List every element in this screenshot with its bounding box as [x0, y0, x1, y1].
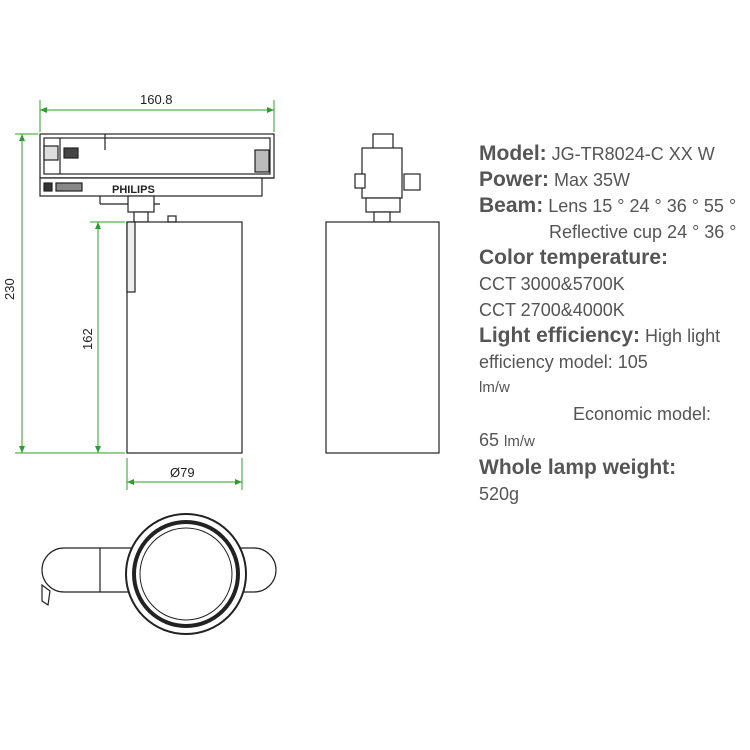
spec-color-value-2: CCT 2700&4000K: [479, 300, 625, 320]
spec-color: Color temperature: CCT 3000&5700K CCT 27…: [479, 245, 744, 323]
spec-beam-value-2: Reflective cup 24 ° 36 °: [549, 222, 737, 242]
spec-efficiency-value-2b: 65: [479, 430, 500, 450]
spec-power-label: Power:: [479, 168, 550, 191]
spec-list: Model: JG-TR8024-C XX W Power: Max 35W B…: [479, 141, 744, 507]
spec-weight-label: Whole lamp weight:: [479, 456, 677, 479]
spec-weight-value: 520g: [479, 484, 520, 504]
spec-beam: Beam: Lens 15 ° 24 ° 36 ° 55 ° Reflectiv…: [479, 193, 744, 245]
spec-beam-value: Lens 15 ° 24 ° 36 ° 55 °: [548, 196, 737, 216]
spec-efficiency: Light efficiency: High light efficiency …: [479, 323, 744, 455]
spec-efficiency-unit-1: lm/w: [479, 379, 510, 396]
spec-power: Power: Max 35W: [479, 167, 744, 193]
spec-efficiency-value-1: High light efficiency model: 105: [479, 326, 721, 372]
spec-color-label: Color temperature:: [479, 246, 669, 269]
dim-diameter: Ø79: [170, 465, 195, 480]
spec-efficiency-economic: 65 lm/w: [479, 427, 744, 455]
spec-efficiency-unit-2: lm/w: [504, 433, 535, 450]
spec-model: Model: JG-TR8024-C XX W: [479, 141, 744, 167]
side-view: [325, 133, 440, 454]
spec-model-value: JG-TR8024-C XX W: [551, 144, 715, 164]
spec-efficiency-value-2: Economic model:: [573, 404, 712, 424]
brand-label: PHILIPS: [112, 184, 155, 196]
dim-width-top: 160.8: [140, 92, 173, 107]
bottom-view: [41, 513, 277, 635]
spec-efficiency-label: Light efficiency:: [479, 324, 641, 347]
spec-power-value: Max 35W: [554, 170, 631, 190]
front-view: [39, 133, 275, 454]
spec-color-value-1: CCT 3000&5700K: [479, 274, 625, 294]
dim-height-total: 230: [2, 278, 17, 300]
dim-height-body: 162: [80, 328, 95, 350]
spec-model-label: Model:: [479, 142, 547, 165]
dimension-lines: [15, 100, 275, 490]
spec-weight: Whole lamp weight: 520g: [479, 455, 744, 507]
spec-beam-label: Beam:: [479, 194, 544, 217]
